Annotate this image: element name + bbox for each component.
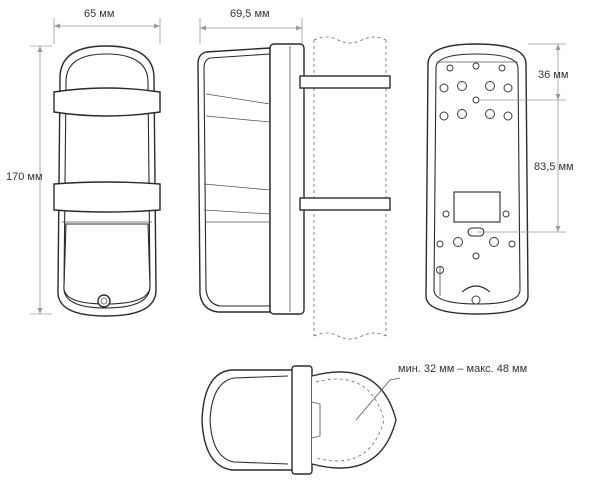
dim-width-label: 65 мм <box>84 8 114 20</box>
dim-pole-range-label: мин. 32 мм – макс. 48 мм <box>398 363 527 375</box>
side-view: 69,5 мм <box>197 8 305 315</box>
top-view: мин. 32 мм – макс. 48 мм <box>201 363 527 475</box>
front-view: 65 мм 170 мм <box>6 8 161 317</box>
dim-depth-label: 69,5 мм <box>230 8 270 20</box>
dim-height-label: 170 мм <box>6 171 43 183</box>
dim-mount-top-label: 36 мм <box>538 69 568 81</box>
dim-mount-spacing-label: 83,5 мм <box>534 161 574 173</box>
mounting-pole <box>299 36 391 340</box>
back-view: 36 мм 83,5 мм <box>425 43 574 315</box>
